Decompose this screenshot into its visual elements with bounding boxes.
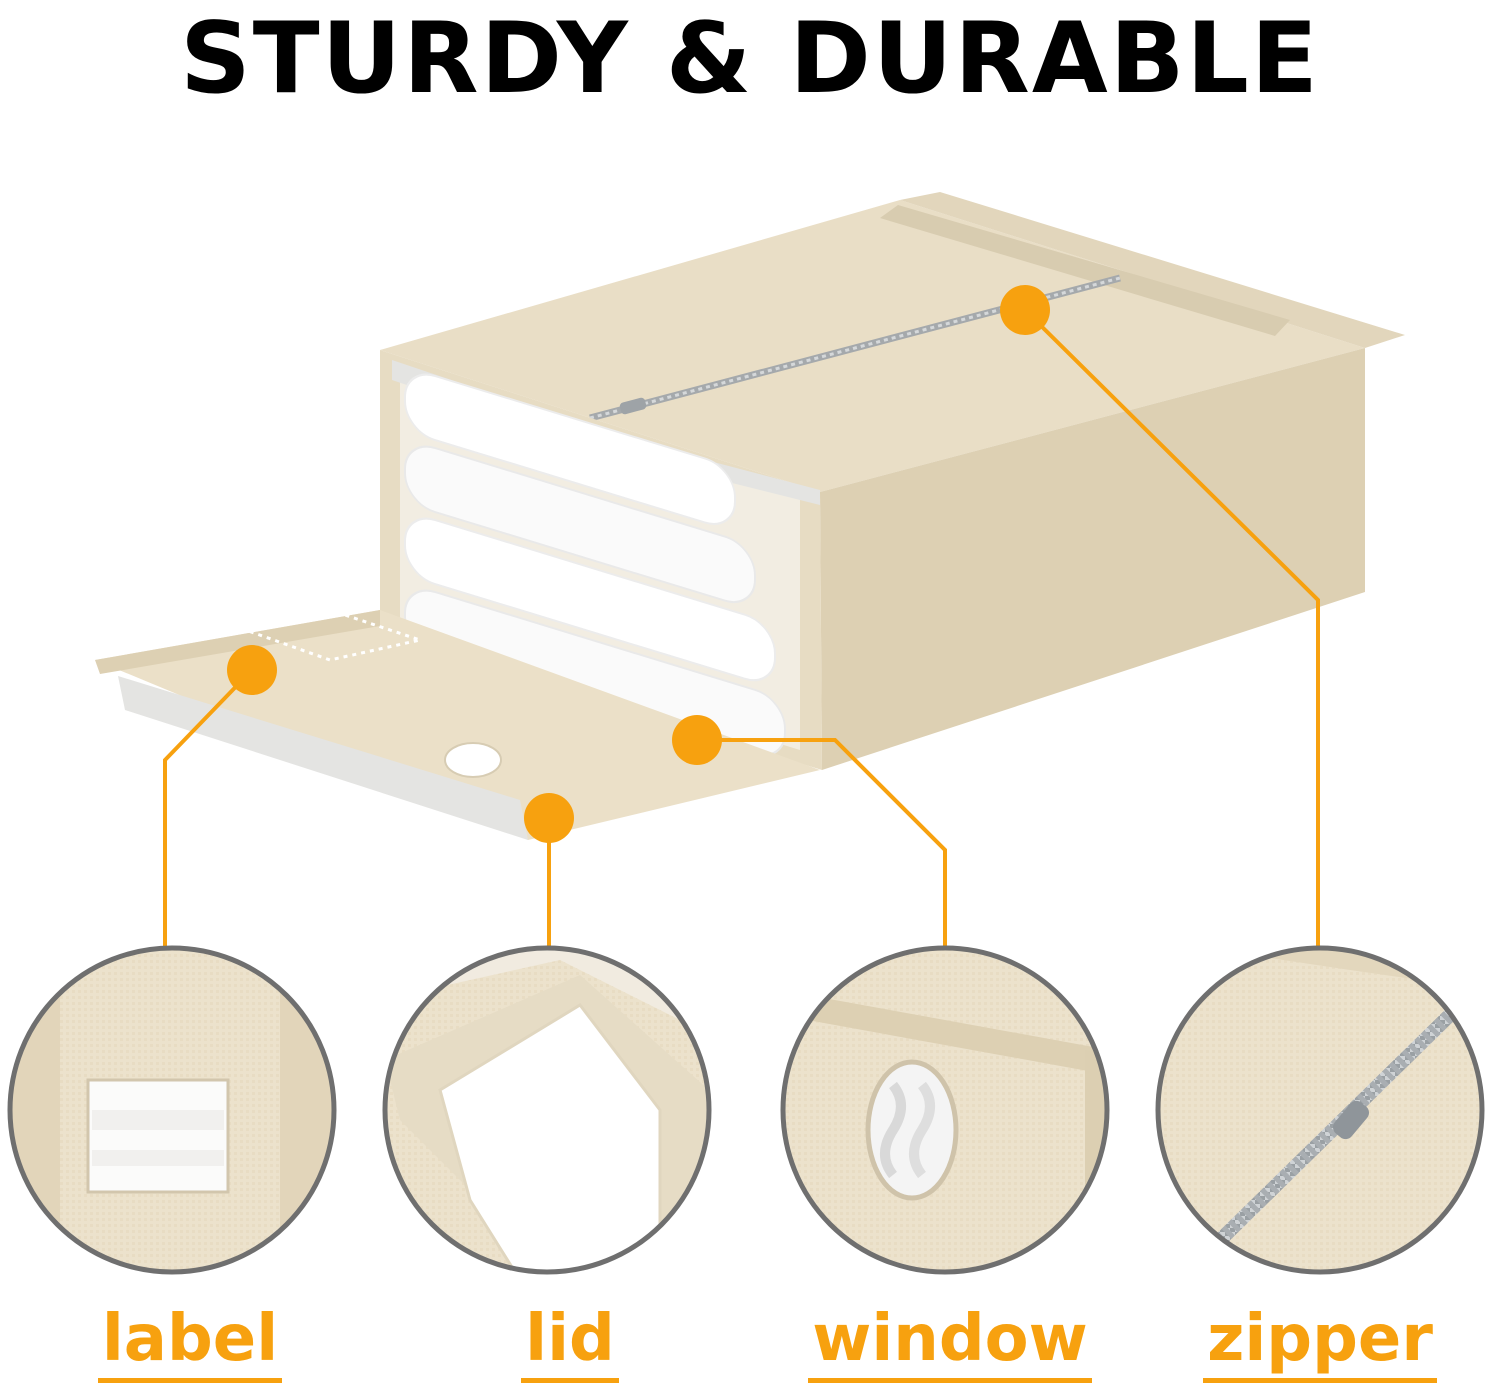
callout-dots <box>227 285 1050 843</box>
folded-linens <box>404 373 786 757</box>
velcro-strip-closeup <box>438 1003 662 1272</box>
callout-dot-window <box>672 715 722 765</box>
window-hole <box>444 742 502 778</box>
feature-label-lid: lid <box>420 1302 720 1392</box>
box-back-flap <box>900 192 1405 348</box>
headline: STURDY & DURABLE <box>180 2 1320 116</box>
detail-circle-zipper <box>1155 945 1485 1275</box>
top-strap <box>880 205 1290 336</box>
callout-line-zipper <box>1023 308 1320 950</box>
callout-dot-label <box>227 645 277 695</box>
callout-dot-lid <box>524 793 574 843</box>
callout-line-label <box>163 668 254 950</box>
feature-label-zipper: zipper <box>1170 1302 1470 1392</box>
storage-box <box>95 192 1405 840</box>
zipper-pull-closeup-icon <box>1332 1100 1370 1140</box>
box-side-face <box>820 348 1365 770</box>
lid-strap <box>118 676 528 840</box>
window-hole-closeup <box>865 1059 959 1201</box>
callout-dot-zipper <box>1000 285 1050 335</box>
zipper-pull-icon <box>619 397 647 415</box>
detail-circle-label <box>7 945 337 1275</box>
callout-line-window <box>697 738 947 950</box>
detail-circle-lid <box>382 945 712 1275</box>
label-window-closeup <box>86 1078 230 1194</box>
callout-lines <box>163 308 1320 950</box>
feature-label-label: label <box>40 1302 340 1392</box>
feature-label-window: window <box>800 1302 1100 1392</box>
detail-circle-window <box>780 945 1110 1275</box>
